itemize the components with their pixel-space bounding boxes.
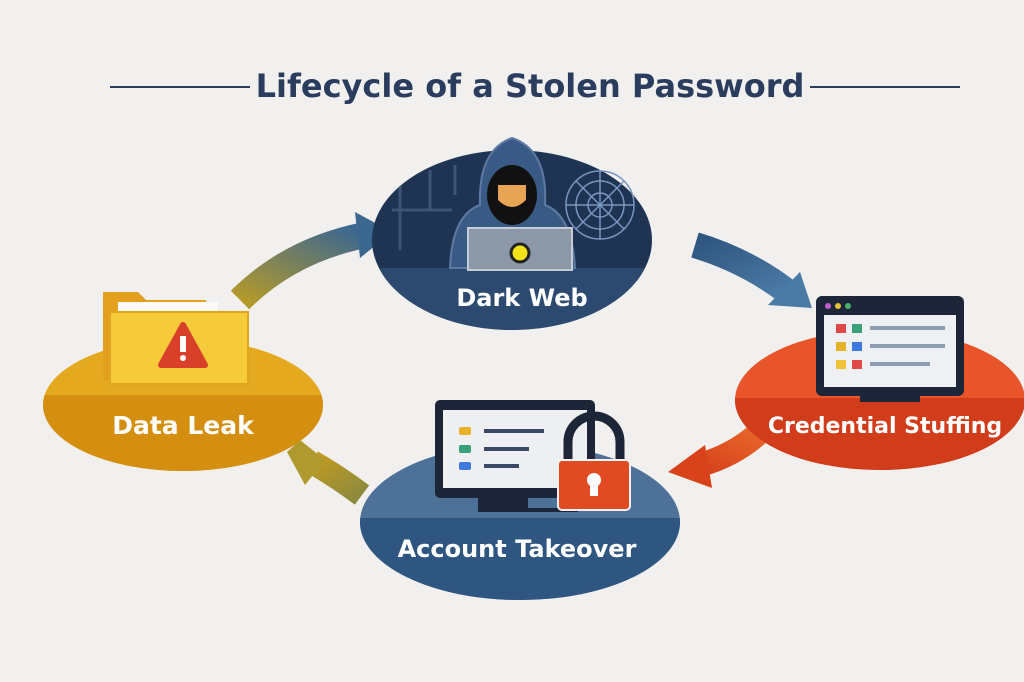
hooded-hacker-icon: [448, 136, 635, 271]
folder-warning-icon: [103, 292, 249, 385]
arrow-darkweb-to-credential: [691, 232, 812, 308]
stage-account-takeover: Account Takeover: [360, 400, 680, 600]
arrow-credential-to-account: [668, 422, 769, 488]
stage-label: Credential Stuffing: [768, 414, 1002, 439]
arrow-dataleak-to-darkweb: [230, 212, 392, 310]
stage-data-leak: Data Leak: [43, 292, 323, 471]
arrow-account-to-dataleak: [287, 440, 370, 505]
login-screen-icon: [816, 296, 964, 402]
stage-credential-stuffing: Credential Stuffing: [735, 296, 1024, 470]
stage-label: Data Leak: [112, 411, 255, 440]
stage-label: Account Takeover: [398, 535, 637, 563]
diagram-title: Lifecycle of a Stolen Password: [256, 67, 805, 105]
stage-dark-web: Dark Web: [372, 136, 652, 330]
spider-web-icon: [565, 170, 635, 240]
locked-monitor-icon: [435, 400, 631, 512]
stage-label: Dark Web: [456, 284, 587, 312]
